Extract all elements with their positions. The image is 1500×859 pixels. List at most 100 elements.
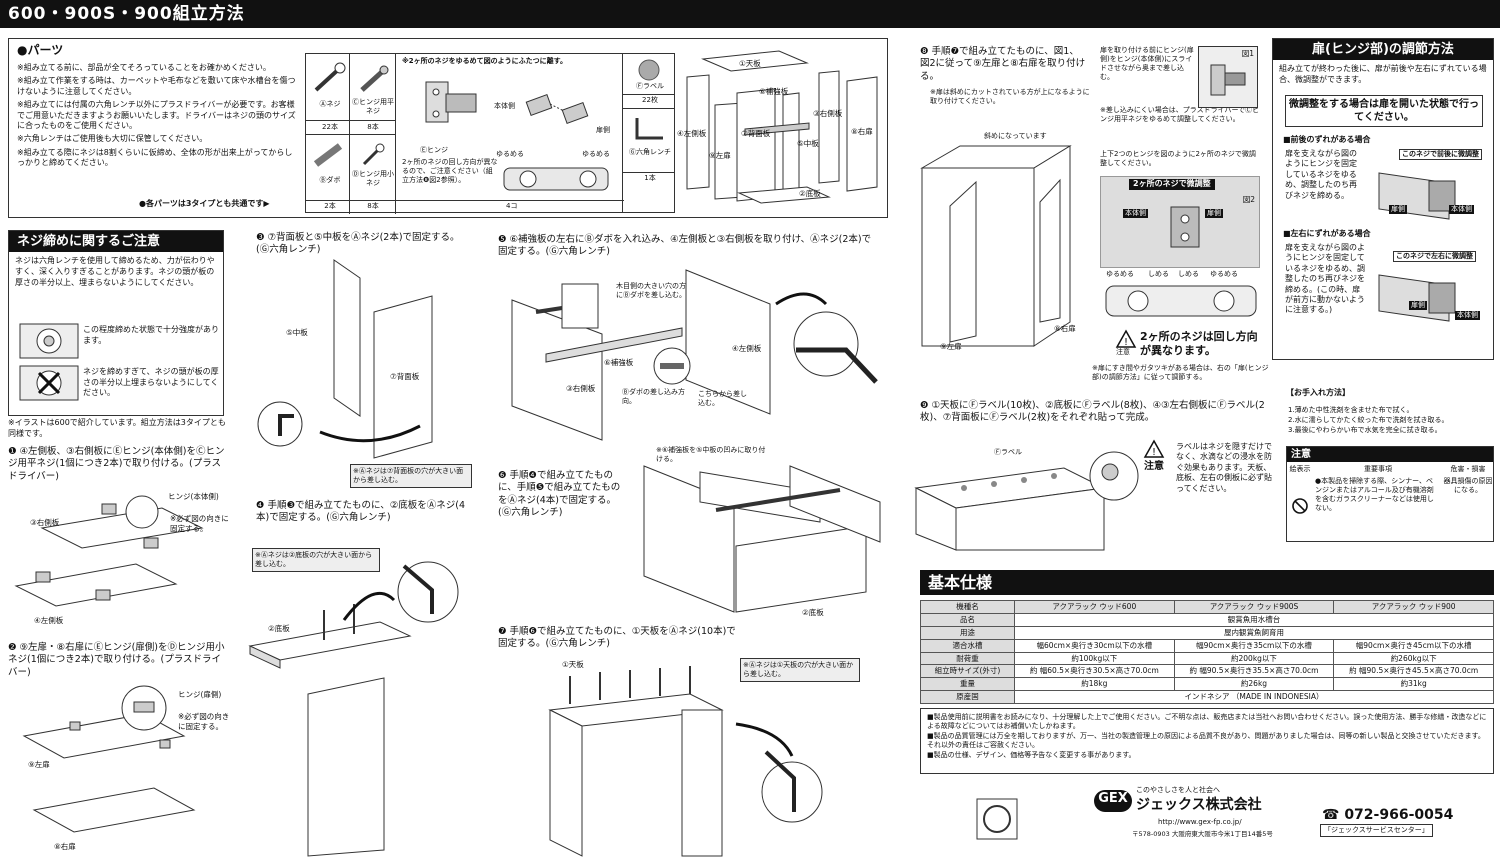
step-5-dabo-note: Ⓑダボの差し込み方向。 [622, 388, 685, 406]
panel-label: ⑤中板 [286, 328, 308, 337]
step-8-fig1-text: 扉を取り付ける前にヒンジ(扉側)をヒンジ(本体側)にスライドさせながら奥まで差し… [1100, 46, 1194, 82]
illustration-note: ※イラストは600で紹介しています。組立方法は3タイプとも同様です。 [8, 418, 226, 438]
fig1-label: 図1 [1241, 49, 1254, 58]
cell: 幅90cm×奥行き35cm以下の水槽 [1173, 638, 1335, 653]
front-back-title: ■前後のずれがある場合 [1283, 135, 1371, 144]
table-row: 品名観賞魚用水槽台 [920, 612, 1494, 627]
footer-note: ■製品の仕様、デザイン、価格等予告なく変更する事があります。 [927, 750, 1136, 759]
door-adjust-title: 扉(ヒンジ部)の調節方法 [1273, 39, 1493, 61]
care-list: 1.薄めた中性洗剤を含ませた布で拭く。 2.水に濡らしてかたく絞った布で洗剤を拭… [1288, 406, 1496, 435]
part-qty: 8本 [367, 202, 379, 210]
common-note: ●各パーツは3タイプとも共通です▶ [139, 199, 270, 208]
step-9-caution-text: ラベルはネジを隠すだけでなく、水滴などの浸水を防ぐ効果もあります。天板、底板、左… [1176, 442, 1272, 493]
part-qty: 22本 [322, 123, 338, 131]
screw-ok-icon [19, 323, 79, 359]
part-qty: 2本 [324, 202, 336, 210]
hinge-door-side: 扉側 [596, 126, 610, 134]
step-4-text: ❹ 手順❸で組み立てたものに、②底板をⒶネジ(4本)で固定する。(Ⓖ六角レンチ) [256, 500, 466, 524]
screw-caution-section: ネジ締めに関するご注意 ネジは六角レンチを使用して締めるため、力が伝わりやすく、… [8, 230, 224, 416]
table-row: 原産国インドネシア （MADE IN INDONESIA） [920, 690, 1494, 705]
step-9-label: Ⓕラベル [994, 448, 1022, 456]
hinge-base-icon [503, 167, 609, 191]
step-3-diagram [257, 259, 433, 459]
exploded-panels-diagram [686, 50, 878, 204]
hinge-direction-note: 2ヶ所のネジの回し方向が異なるので、ご注意ください（組立方法❽図2参照）。 [402, 158, 498, 184]
tighten-label: しめる [1178, 270, 1199, 278]
left-right-hinge-icon [1378, 274, 1456, 322]
table-row: 耐荷重約100kg以下約200kg以下約260kg以下 [920, 651, 1494, 666]
parts-note: ※組み立てる際にネジは8割くらいに仮締め、全体の形が出来上がってからしっかりと締… [17, 147, 293, 168]
care-col-header: 危害・損害 [1450, 465, 1486, 473]
cell: 約26kg [1173, 677, 1335, 692]
hinge-direction-warning: 2ヶ所のネジは回し方向が異なります。 [1140, 330, 1258, 357]
care-warning-table: 注意 絵表示 重要事項 危害・損害 ●本製品を掃除する際、シンナー、ベンジンまた… [1286, 446, 1494, 542]
part-qty: 22枚 [642, 96, 658, 104]
loosen-label: ゆるめる [1106, 270, 1134, 278]
loosen-label: ゆるめる [582, 150, 610, 158]
panel-label: ②底板 [802, 608, 824, 617]
step-2-hinge-label: ヒンジ(扉側) [178, 690, 222, 699]
parts-section: ●パーツ ※組み立てる前に、部品が全てそろっていることをお確かめください。 ※組… [8, 38, 888, 218]
care-col-header: 絵表示 [1289, 465, 1311, 473]
step-8-text: ❽ 手順❼で組み立てたものに、図1、図2に従って⑨左扉と⑧右扉を取り付ける。 [920, 46, 1086, 82]
company-url[interactable]: http://www.gex-fp.co.jp/ [1158, 818, 1242, 826]
care-item: 3.最後にやわらかい布で水気を完全に拭き取る。 [1288, 425, 1442, 434]
cell: 約31kg [1333, 677, 1494, 692]
left-right-screw: このネジで左右に微調整 [1393, 251, 1476, 263]
parts-heading: ●パーツ [17, 43, 64, 57]
row-label: 用途 [920, 625, 1015, 640]
panel-label: ⑦背面板 [390, 372, 420, 381]
company-tagline: このやさしさを人と社会へ [1136, 786, 1220, 794]
panel-label: ④左側板 [732, 344, 762, 353]
specs-header: アクアラック ウッド600 [1014, 600, 1175, 614]
step-4-diagram [248, 561, 459, 857]
specs-table: 機種名 アクアラック ウッド600 アクアラック ウッド900S アクアラック … [920, 600, 1494, 705]
screw-ng-text: ネジを締めすぎて、ネジの頭が板の厚さの半分以上埋まらないようにしてください。 [83, 367, 219, 398]
table-row: 適合水槽幅60cm×奥行き30cm以下の水槽幅90cm×奥行き35cm以下の水槽… [920, 638, 1494, 653]
cell: 約18kg [1014, 677, 1175, 692]
loosen-label: ゆるめる [1210, 270, 1238, 278]
door-adjust-notice: 微調整をする場合は扉を開いた状態で行ってください。 [1285, 95, 1483, 127]
step-3-note: ※Ⓐネジは⑦背面板の穴が大きい面から差し込む。 [350, 464, 472, 489]
body-side-tag: 本体側 [1455, 311, 1480, 321]
step-5-text: ❺ ⑥補強板の左右にⒷダボを入れ込み、④左側板と③右側板を取り付け、Ⓐネジ(2本… [498, 234, 872, 258]
left-right-text: 扉を支えながら図のようにヒンジを固定しているネジをゆるめ、調整したのち再びネジを… [1285, 243, 1365, 315]
care-warning-text: ●本製品を掃除する際、シンナー、ベンジンまたはアルコール及び有機溶剤を含むガラス… [1315, 477, 1434, 513]
step-8-slant: 斜めになっています [984, 132, 1047, 140]
care-col-header: 重要事項 [1364, 465, 1392, 473]
step-7-text: ❼ 手順❻で組み立てたものに、①天板をⒶネジ(10本)で固定する。(Ⓖ六角レンチ… [498, 626, 736, 650]
step-6-diagram [643, 465, 881, 613]
part-qty: 8本 [367, 123, 379, 131]
care-warning-cause: 器具損傷の原因になる。 [1443, 477, 1493, 495]
row-label: 原産国 [920, 690, 1015, 705]
tighten-label: しめる [1148, 270, 1169, 278]
panel-label: ⑦背面板 [741, 129, 771, 138]
small-screw-icon [362, 143, 385, 166]
fig1-box: 図1 [1198, 46, 1258, 108]
step-1-diagram [14, 495, 204, 607]
screw-icon [314, 62, 346, 92]
caution-label: 注意 [1116, 348, 1130, 356]
step-9-caution: ! 注意 [1140, 439, 1168, 473]
cell: 約260kg以下 [1333, 651, 1494, 666]
recycle-mark-icon [976, 798, 1018, 840]
cell: 幅60cm×奥行き30cm以下の水槽 [1014, 638, 1175, 653]
parts-note: ※組み立てる前に、部品が全てそろっていることをお確かめください。 [17, 63, 271, 72]
fig2-body-side: 本体側 [1123, 209, 1148, 219]
cell: 約 幅60.5×奥行き30.5×高さ70.0cm [1014, 664, 1175, 679]
page-title: 600・900S・900組立方法 [0, 0, 1500, 28]
panel-label: ①天板 [739, 59, 761, 68]
step-1-hinge-label: ヒンジ(本体側) [168, 492, 219, 501]
care-warning-title: 注意 [1287, 447, 1493, 463]
step-8-bottom-note: ※扉にすき間やガタツキがある場合は、右の「扉(ヒンジ部)の調節方法」に従って調節… [1092, 364, 1269, 382]
cell: 約200kg以下 [1173, 651, 1335, 666]
step-2-text: ❷ ⑨左扉・⑧右扉にⒺヒンジ(扉側)をⒹヒンジ用小ネジ(1個につき2本)で取り付… [8, 642, 225, 678]
parts-grid: Ⓐネジ Ⓒヒンジ用平ネジ 22本 8本 Ⓑダボ Ⓓヒンジ用小ネジ 2本 8本 ※… [305, 53, 624, 214]
specs-header: 機種名 [920, 600, 1015, 614]
flat-screw-icon [360, 65, 389, 92]
loosen-label: ゆるめる [496, 150, 524, 158]
door-side-tag: 扉側 [1409, 301, 1427, 311]
left-right-title: ■左右にずれがある場合 [1283, 229, 1371, 238]
care-item: 2.水に濡らしてかたく絞った布で洗剤を拭き取る。 [1288, 415, 1449, 424]
row-label: 適合水槽 [920, 638, 1015, 653]
